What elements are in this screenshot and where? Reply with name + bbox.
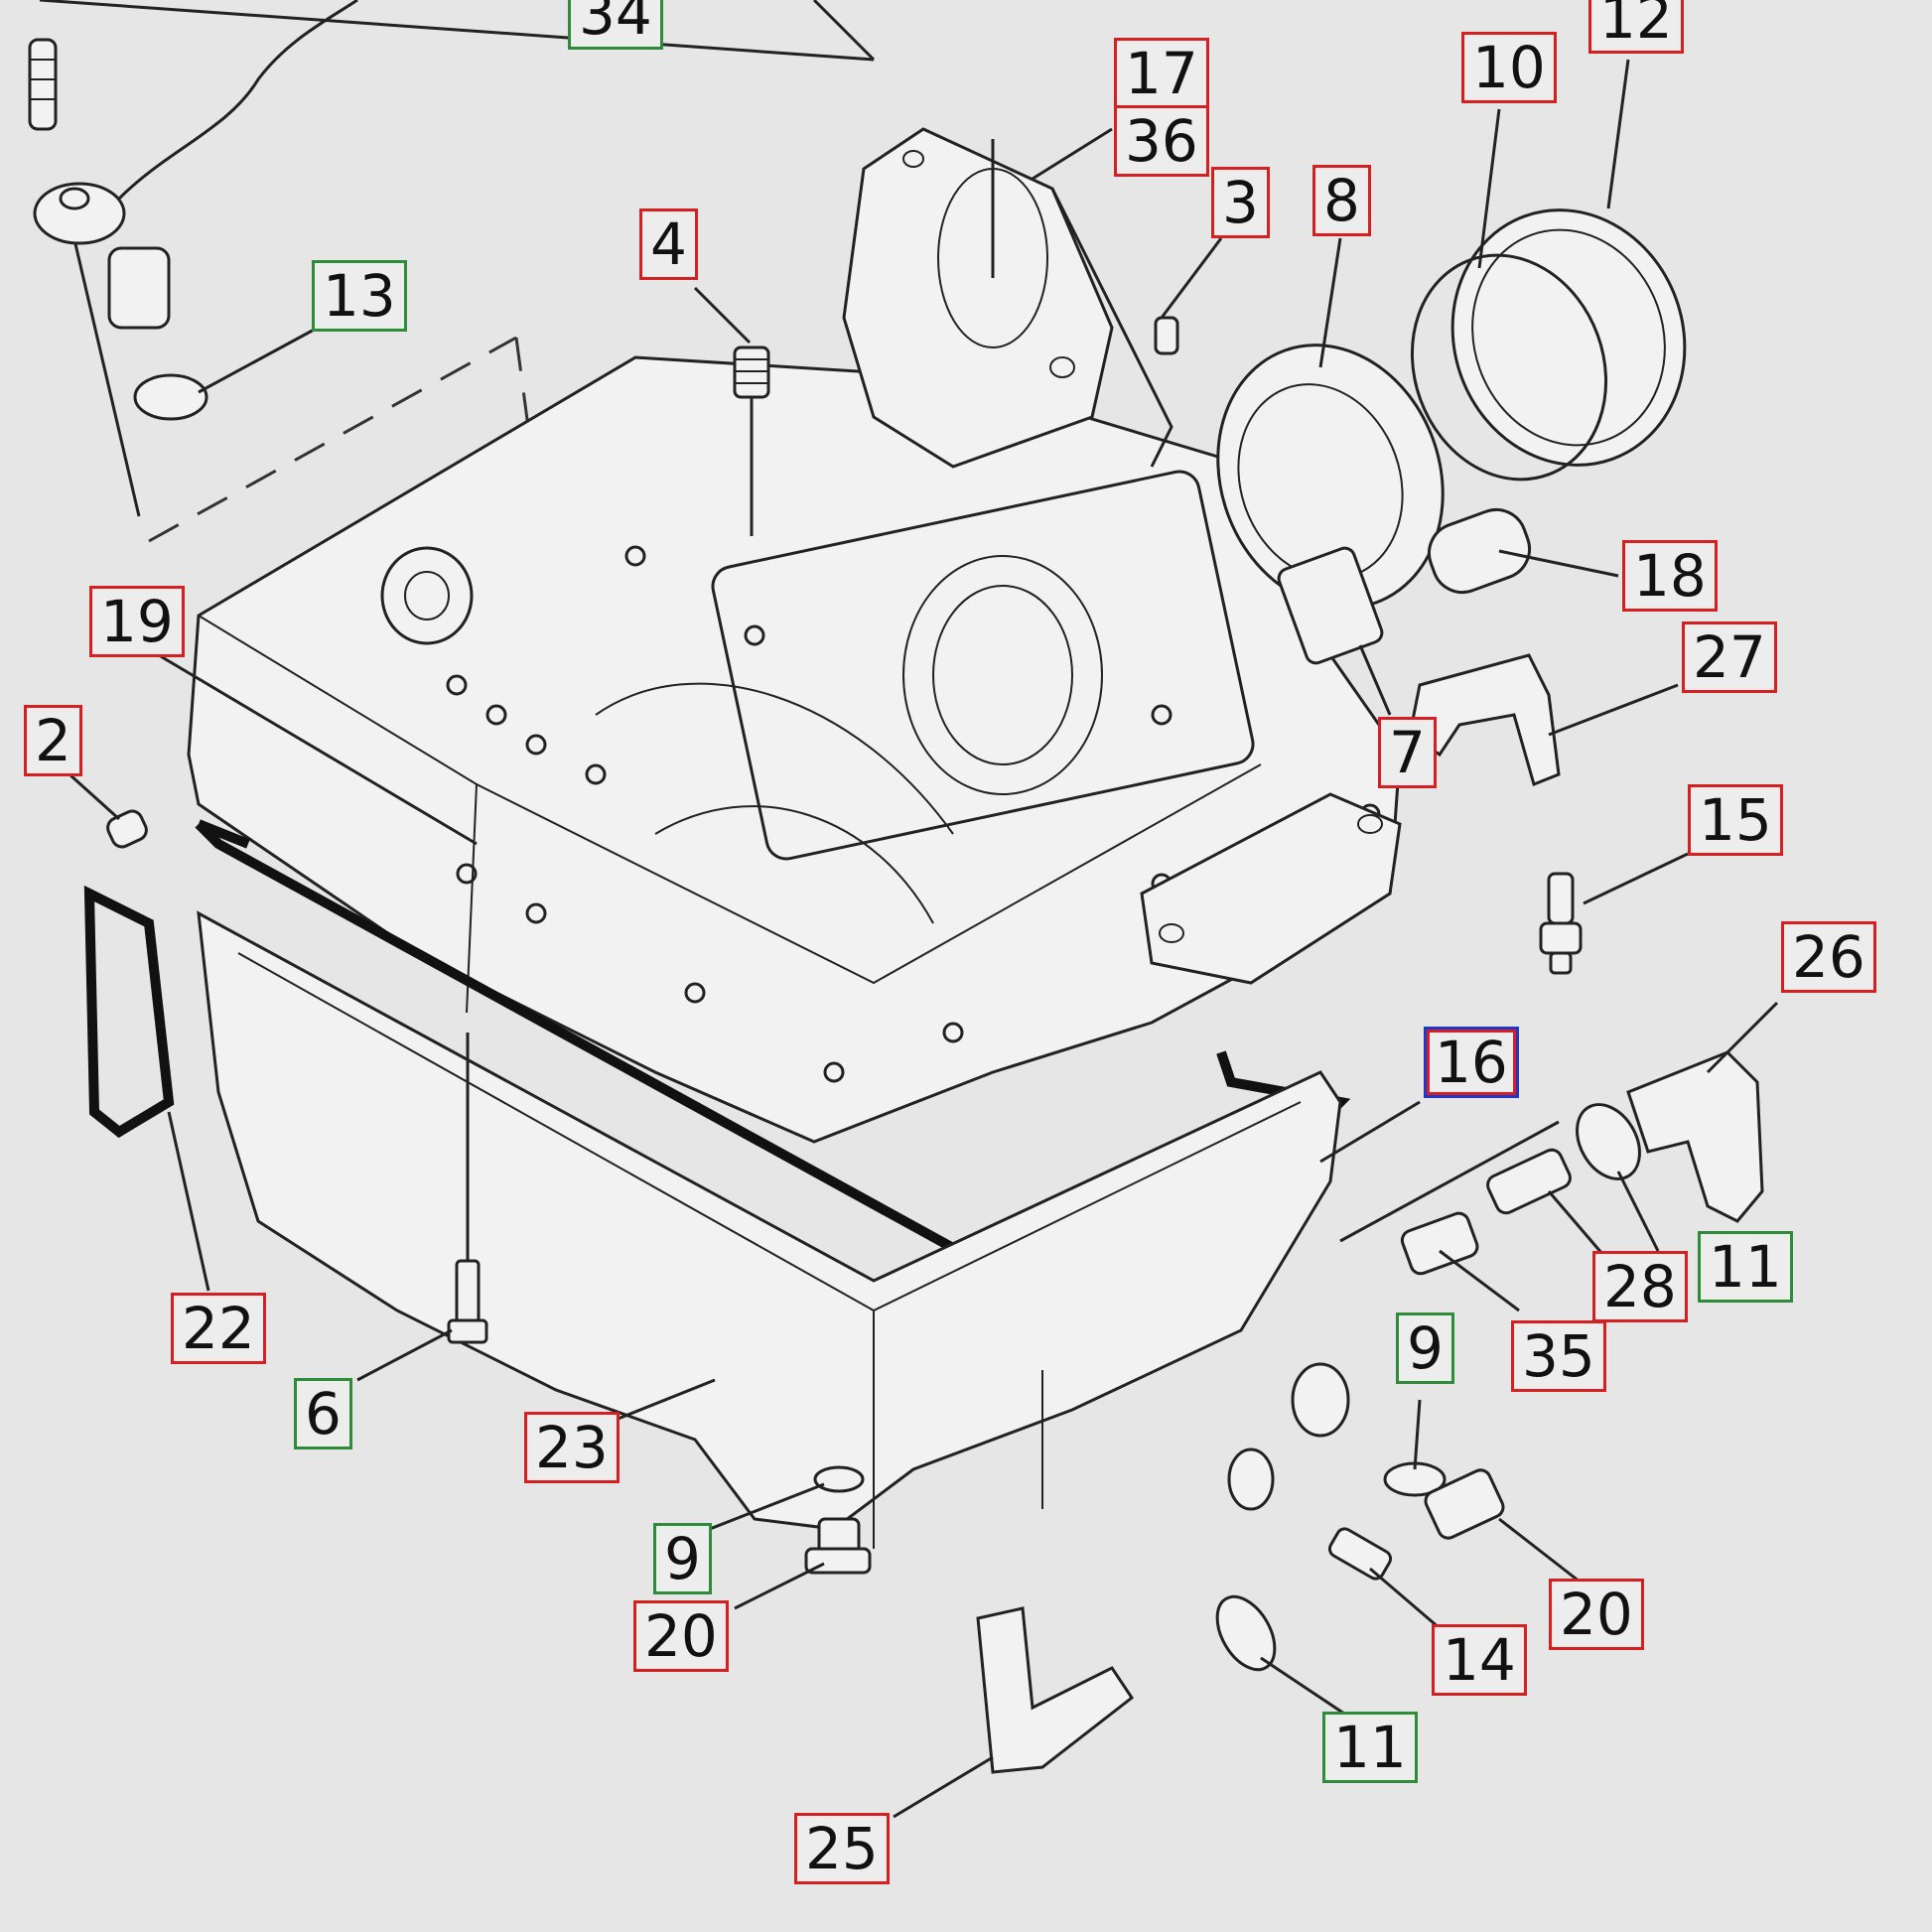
bolt-holes	[446, 545, 1381, 1083]
callout-9-right: 9	[1396, 1312, 1454, 1384]
callout-26: 26	[1781, 921, 1876, 993]
callout-27: 27	[1682, 621, 1777, 693]
callout-17: 17	[1114, 38, 1209, 109]
callout-11-bottom: 11	[1322, 1712, 1418, 1783]
dowel-pin	[1154, 316, 1179, 355]
sealing-washer	[813, 1465, 865, 1493]
sealing-washer	[1576, 1103, 1641, 1180]
drain-plug	[1424, 1468, 1505, 1540]
spring	[733, 345, 770, 536]
callout-23: 23	[524, 1412, 620, 1483]
breather-fitting	[1539, 872, 1583, 975]
elbow-pipe	[1626, 1050, 1764, 1223]
cover-gasket	[83, 885, 175, 1139]
pan-gasket	[197, 819, 250, 849]
callout-20-left: 20	[633, 1600, 729, 1672]
sealing-washer	[1215, 1594, 1277, 1672]
o-ring	[133, 373, 208, 421]
transmission-housing	[187, 127, 1402, 1144]
callout-8: 8	[1312, 165, 1371, 236]
drain-plug	[804, 1517, 872, 1575]
callout-2: 2	[24, 705, 82, 776]
centerline-dashed	[148, 336, 517, 543]
speed-sensor	[28, 0, 358, 421]
callout-35: 35	[1511, 1320, 1606, 1392]
callout-20-right: 20	[1549, 1579, 1644, 1650]
callout-14: 14	[1432, 1624, 1527, 1696]
callout-18: 18	[1622, 540, 1718, 612]
callout-36: 36	[1114, 105, 1209, 177]
callout-11-top: 11	[1698, 1231, 1793, 1303]
callout-4: 4	[639, 208, 698, 280]
relief-plug	[1400, 1148, 1572, 1276]
callout-25: 25	[794, 1813, 890, 1884]
callout-15: 15	[1688, 784, 1783, 856]
section-divider-line	[812, 0, 876, 62]
section-divider-line	[39, 0, 875, 62]
callout-19: 19	[89, 586, 185, 657]
callout-9-left: 9	[653, 1523, 712, 1594]
drain-port	[1291, 1362, 1350, 1438]
callout-12: 12	[1588, 0, 1684, 54]
callout-16: 16	[1424, 1027, 1519, 1098]
callout-28: 28	[1592, 1251, 1688, 1322]
callout-6: 6	[294, 1378, 352, 1449]
section-divider-line	[68, 217, 141, 517]
callout-3: 3	[1211, 167, 1270, 238]
drain-port	[1227, 1448, 1275, 1511]
fitting	[1327, 1527, 1393, 1581]
callout-22: 22	[171, 1293, 266, 1364]
callout-7: 7	[1378, 717, 1437, 788]
callout-34: 34	[568, 0, 663, 50]
bolt	[447, 1033, 488, 1344]
oil-pan	[197, 910, 1350, 1549]
callout-13: 13	[312, 260, 407, 332]
bearing-assembly	[1216, 208, 1687, 665]
plug	[106, 809, 148, 849]
callout-10: 10	[1461, 32, 1557, 103]
leader-lines	[68, 59, 1779, 1819]
suction-pipe	[976, 1606, 1135, 1774]
